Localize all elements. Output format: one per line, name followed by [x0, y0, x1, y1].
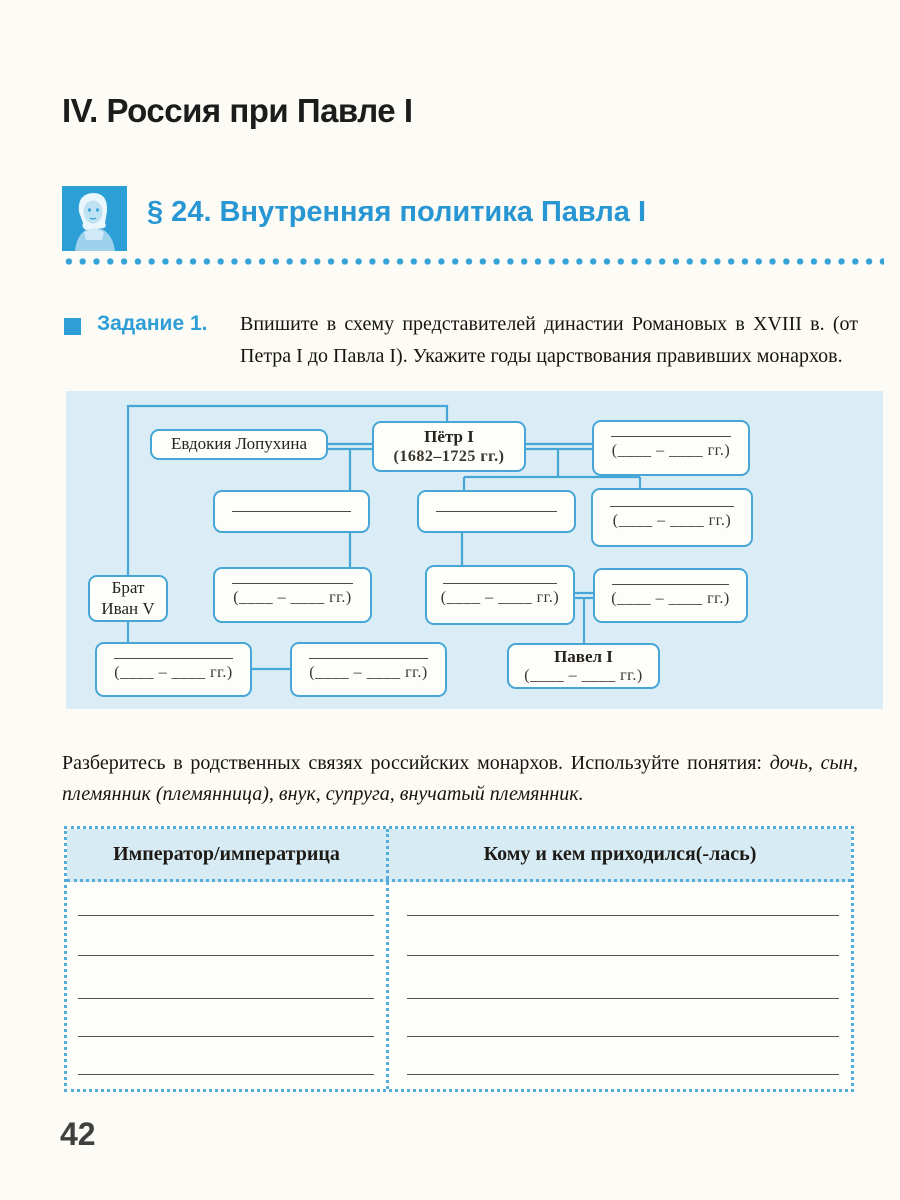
- years-fill-in: (____ – ____ гг.): [114, 663, 233, 681]
- years-fill-in: (____ – ____ гг.): [440, 589, 560, 606]
- task1-instructions: Впишите в схему представителей династии …: [240, 313, 858, 367]
- relations-terms-italic: дочь, сын, племянник (племянница), внук,…: [62, 752, 858, 805]
- name-fill-in-line: [610, 505, 734, 507]
- years-fill-in: (____ – ____ гг.): [611, 589, 730, 607]
- table-body: [67, 882, 851, 1089]
- tree-box-paul-i: Павел I (____ – ____ гг.): [507, 643, 660, 689]
- family-tree-diagram: Евдокия Лопухина Пётр I (1682–1725 гг.) …: [66, 391, 883, 709]
- name-fill-in-line: [611, 583, 730, 585]
- tree-box-name: Павел I: [554, 646, 613, 666]
- tree-box-brother-ivan-v: Брат Иван V: [88, 575, 168, 622]
- relations-table: Император/императрица Кому и кем приходи…: [64, 826, 854, 1092]
- tree-box-peter-i: Пётр I (1682–1725 гг.): [372, 421, 526, 472]
- name-fill-in-line: [232, 583, 353, 584]
- tree-box-blank-empress: (____ – ____ гг.): [591, 488, 753, 547]
- table-column-divider: [386, 882, 389, 1089]
- tree-box-blank-niece: (____ – ____ гг.): [95, 642, 252, 697]
- blank-writing-line: [78, 998, 374, 999]
- years-fill-in: (____ – ____ гг.): [309, 663, 428, 681]
- blank-writing-line: [407, 1036, 839, 1037]
- tree-box-blank-emperor: (____ – ____ гг.): [425, 565, 575, 625]
- table-header-relation: Кому и кем приходился(-лась): [483, 842, 757, 865]
- name-fill-in-line: [610, 436, 732, 437]
- emperor-portrait-icon: [62, 186, 127, 251]
- tree-box-blank-spouse: (____ – ____ гг.): [592, 420, 750, 476]
- name-fill-in-line: [443, 583, 557, 584]
- tree-box-name-line2: Иван V: [101, 598, 155, 618]
- tree-box-name: Евдокия Лопухина: [170, 434, 307, 454]
- blank-writing-line: [407, 998, 839, 999]
- name-fill-in-line: [231, 511, 352, 512]
- blank-writing-line: [407, 955, 839, 956]
- part-title: IV. Россия при Павле I: [62, 92, 413, 129]
- dotted-separator: [62, 257, 884, 266]
- table-header-emperor: Император/императрица: [67, 829, 389, 879]
- years-fill-in: (____ – ____ гг.): [524, 667, 643, 685]
- task-bullet-square-icon: [64, 318, 81, 335]
- years-fill-in: (____ – ____ гг.): [611, 442, 731, 459]
- tree-box-blank-daughter: [417, 490, 576, 533]
- tree-box-blank-son: [213, 490, 370, 533]
- years-fill-in: (____ – ____ гг.): [612, 511, 732, 529]
- years-fill-in: (____ – ____ гг.): [233, 589, 352, 606]
- tree-box-evdokia-lopukhina: Евдокия Лопухина: [150, 429, 328, 460]
- tree-box-blank-relative: (____ – ____ гг.): [290, 642, 447, 697]
- tree-box-blank-empress-consort: (____ – ____ гг.): [593, 568, 748, 623]
- tree-box-name-line1: Брат: [111, 578, 145, 598]
- family-tree-connectors: [126, 404, 642, 671]
- relations-text: Разберитесь в родственных связях российс…: [62, 752, 762, 774]
- relations-instructions: Разберитесь в родственных связях российс…: [62, 748, 858, 810]
- blank-writing-line: [407, 1074, 839, 1075]
- chapter-title: § 24. Внутренняя политика Павла I: [147, 196, 647, 228]
- name-fill-in-line: [113, 657, 234, 659]
- tree-box-blank-grandson: (____ – ____ гг.): [213, 567, 372, 623]
- name-fill-in-line: [436, 511, 557, 512]
- blank-writing-line: [78, 955, 374, 956]
- blank-writing-line: [78, 1074, 374, 1075]
- name-fill-in-line: [308, 657, 429, 659]
- tree-box-years: (1682–1725 гг.): [393, 447, 505, 465]
- blank-writing-line: [78, 1036, 374, 1037]
- blank-writing-line: [407, 915, 839, 916]
- page-number: 42: [60, 1116, 96, 1152]
- task1-label: Задание 1.: [97, 312, 208, 335]
- emperor-portrait-art: [62, 186, 127, 251]
- blank-writing-line: [78, 915, 374, 916]
- tree-box-name: Пётр I: [424, 427, 474, 447]
- table-header-row: Император/императрица Кому и кем приходи…: [67, 829, 851, 882]
